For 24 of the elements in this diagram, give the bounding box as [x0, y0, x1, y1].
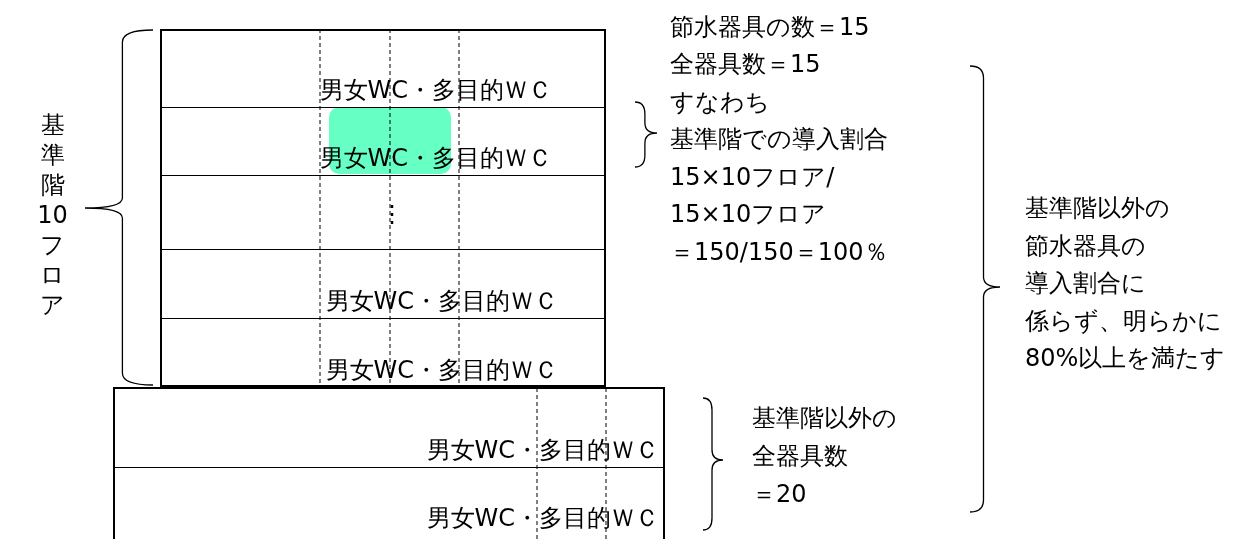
note-text: 80%以上を満たす — [1025, 343, 1226, 373]
note-text: 基準階以外の — [1025, 193, 1170, 223]
floor-label: 男女WC・多目的ＷＣ — [325, 355, 558, 385]
vertical-label: 基準階10フロア — [37, 110, 69, 320]
note-text: 15×10フロア — [670, 199, 827, 229]
floor-label: 男女WC・多目的ＷＣ — [426, 503, 659, 533]
building-outline — [160, 29, 606, 387]
floor-label: 男女WC・多目的ＷＣ — [319, 75, 552, 105]
floor-label: 男女WC・多目的ＷＣ — [325, 286, 558, 316]
note-text: 基準階以外の — [752, 403, 897, 433]
floor-label: 男女WC・多目的ＷＣ — [426, 435, 659, 465]
building-outline — [113, 387, 665, 539]
note-text: 15×10フロア/ — [670, 162, 835, 192]
note-text: 導入割合に — [1025, 268, 1146, 298]
note-text: すなわち — [670, 87, 770, 117]
note-text: ＝20 — [752, 479, 807, 509]
ellipsis-text: ⋮ — [380, 199, 404, 229]
note-text: ＝150/150＝100％ — [670, 237, 888, 267]
note-text: 全器具数 — [752, 441, 848, 471]
note-text: 係らず、明らかに — [1025, 306, 1222, 336]
note-text: 基準階での導入割合 — [670, 124, 888, 154]
note-text: 全器具数＝15 — [670, 49, 821, 79]
note-text: 節水器具の — [1025, 231, 1146, 261]
note-text: 節水器具の数＝15 — [670, 12, 870, 42]
